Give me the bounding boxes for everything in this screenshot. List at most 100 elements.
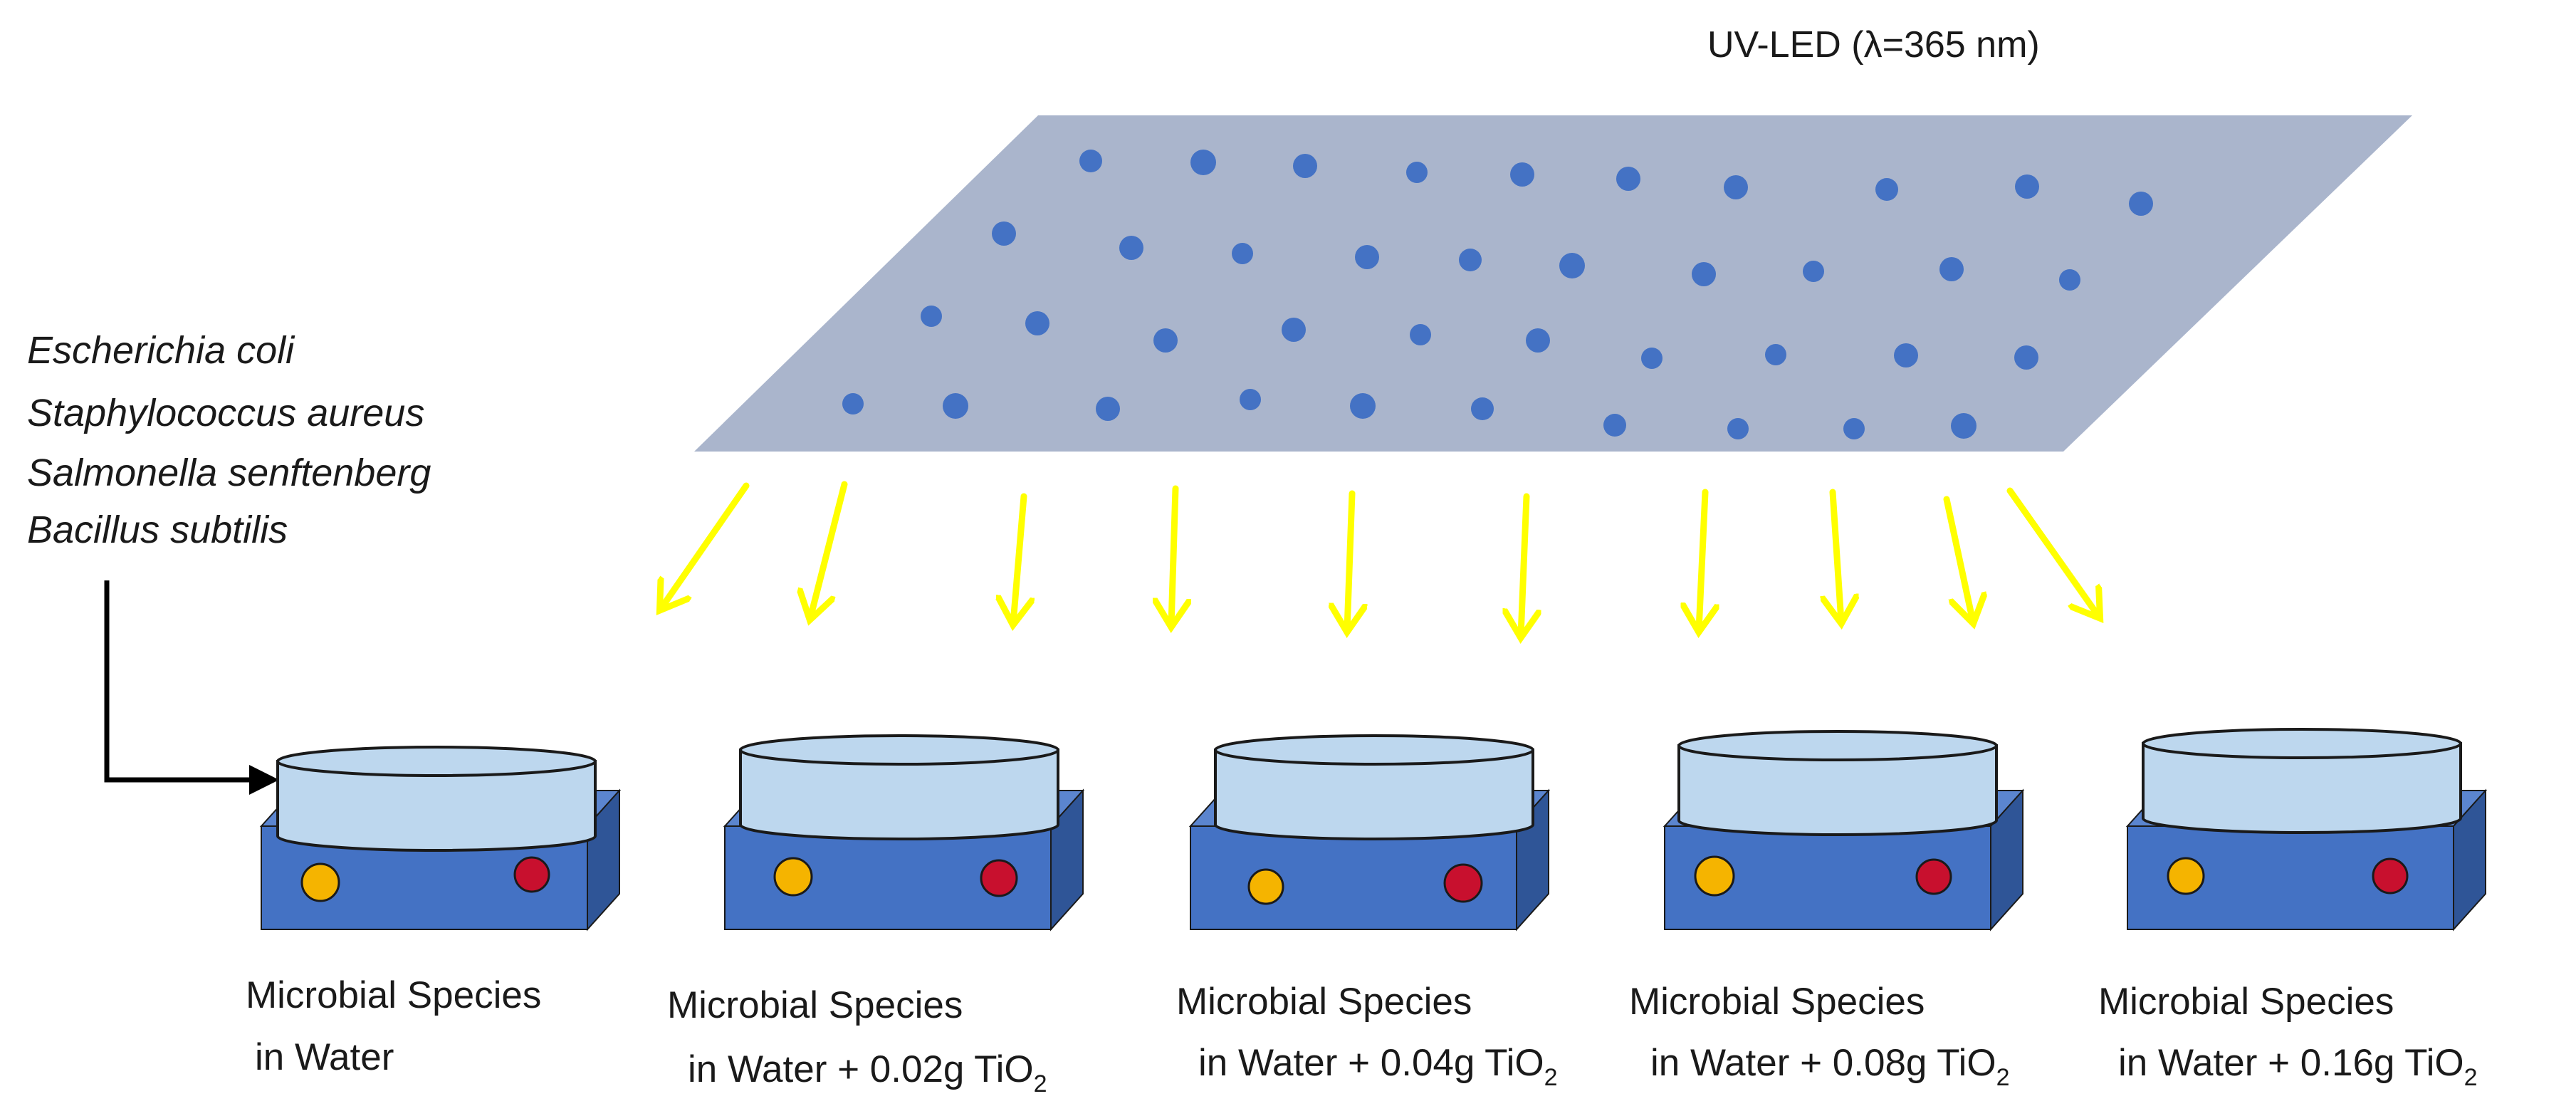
caption-condition: in Water + 0.08g TiO — [1650, 1042, 1996, 1084]
caption-condition: in Water + 0.02g TiO — [688, 1048, 1034, 1090]
led-dot — [1410, 324, 1431, 345]
petri-dish-wall — [1677, 744, 1998, 836]
species-list: Escherichia coli Staphylococcus aureus S… — [27, 329, 431, 551]
led-dot — [2014, 345, 2038, 370]
petri-dish — [1677, 730, 1998, 836]
petri-dish-wall — [1214, 749, 1534, 840]
led-dot — [2129, 192, 2153, 216]
stirrer-knob-right — [980, 859, 1018, 897]
caption-condition: in Water + 0.04g TiO — [1198, 1042, 1544, 1084]
led-dot — [1240, 389, 1261, 410]
stirrer-knob-left — [1694, 855, 1735, 897]
station-caption: Microbial Species in Water — [246, 974, 541, 1078]
caption-line-2: in Water + 0.04g TiO2 — [1198, 1042, 1558, 1091]
stirrer-knob-right — [2372, 857, 2409, 895]
led-dot — [1526, 328, 1550, 353]
led-dot — [1724, 175, 1748, 199]
led-dot — [1079, 150, 1102, 172]
caption-line-1: Microbial Species — [1629, 981, 1925, 1023]
led-dot — [1939, 257, 1964, 281]
caption-line-1: Microbial Species — [246, 974, 541, 1016]
caption-subscript: 2 — [2464, 1064, 2478, 1091]
stirrer-knob-left — [2167, 857, 2205, 895]
uv-light-rays — [661, 481, 2099, 636]
uv-ray — [661, 482, 750, 609]
caption-condition: in Water + 0.16g TiO — [2118, 1042, 2464, 1084]
led-dot — [921, 306, 942, 327]
petri-dish-rim — [1214, 734, 1534, 766]
uv-ray — [1833, 489, 1841, 622]
led-dot — [1727, 418, 1749, 439]
caption-line-1: Microbial Species — [667, 984, 963, 1026]
stirrer-knob-left — [773, 857, 813, 897]
petri-dish-rim — [1677, 730, 1998, 761]
stirrer-knob-right — [1915, 858, 1952, 895]
petri-dish — [1214, 734, 1534, 840]
petri-dish-wall — [276, 760, 597, 852]
led-dot — [1406, 162, 1428, 183]
species-pointer-arrow — [104, 580, 279, 795]
led-dot — [1559, 253, 1585, 278]
species-name: Salmonella senftenberg — [27, 452, 431, 494]
led-dot — [1350, 393, 1376, 419]
led-dot — [1459, 249, 1482, 271]
caption-subscript: 2 — [1034, 1070, 1047, 1097]
stirrer-knob-right — [513, 856, 550, 893]
caption-subscript: 2 — [1544, 1064, 1558, 1091]
stirrer-station — [1188, 734, 1551, 932]
led-dot — [1843, 418, 1865, 439]
uv-ray — [1699, 489, 1705, 630]
caption-line-2: in Water + 0.08g TiO2 — [1650, 1042, 2010, 1091]
station-caption: Microbial Species in Water + 0.02g TiO2 — [667, 984, 1047, 1097]
stirrer-knob-left — [300, 862, 340, 902]
stirrer-station — [259, 746, 622, 932]
led-dot — [1894, 343, 1918, 367]
led-dot — [1875, 178, 1898, 201]
petri-dish-rim — [2142, 728, 2462, 759]
stirrer-knob-left — [1247, 868, 1284, 905]
uv-led-label: UV-LED (λ=365 nm) — [1707, 24, 2040, 66]
led-dot — [1153, 328, 1178, 353]
led-dot — [1803, 261, 1824, 282]
petri-dish — [276, 746, 597, 852]
petri-dish — [2142, 728, 2462, 834]
led-dot — [2015, 174, 2039, 199]
led-dot — [1471, 397, 1494, 420]
stirrer-stations — [259, 728, 2488, 932]
caption-line-1: Microbial Species — [2098, 981, 2394, 1023]
led-dot — [1282, 318, 1306, 342]
led-panel-surface — [694, 115, 2412, 452]
led-array — [842, 150, 2153, 439]
petri-dish-rim — [739, 734, 1059, 766]
station-caption: Microbial Species in Water + 0.04g TiO2 — [1176, 981, 1558, 1091]
led-dot — [1190, 150, 1216, 175]
led-dot — [1616, 167, 1640, 191]
uv-ray — [1943, 496, 1973, 622]
uv-ray — [1013, 493, 1024, 623]
led-dot — [1025, 311, 1049, 335]
led-dot — [1692, 262, 1716, 286]
uv-ray — [1347, 490, 1352, 630]
species-name: Escherichia coli — [27, 329, 295, 372]
uv-led-panel — [694, 115, 2412, 452]
stirrer-station — [723, 734, 1085, 932]
uv-ray — [810, 481, 848, 618]
led-dot — [842, 393, 864, 414]
species-name: Bacillus subtilis — [27, 509, 288, 551]
led-dot — [1119, 236, 1143, 260]
caption-line-1: Microbial Species — [1176, 981, 1472, 1023]
petri-dish-rim — [276, 746, 597, 777]
caption-line-2: in Water + 0.16g TiO2 — [2118, 1042, 2478, 1091]
led-dot — [1641, 348, 1663, 369]
stirrer-knob-right — [1443, 863, 1483, 903]
station-caption: Microbial Species in Water + 0.16g TiO2 — [2098, 981, 2478, 1091]
caption-line-2: in Water + 0.02g TiO2 — [688, 1048, 1047, 1097]
station-caption: Microbial Species in Water + 0.08g TiO2 — [1629, 981, 2010, 1091]
caption-condition: in Water — [255, 1036, 394, 1078]
stirrer-station — [1663, 730, 2025, 932]
petri-dish — [739, 734, 1059, 840]
led-dot — [1355, 245, 1379, 269]
led-dot — [1293, 154, 1317, 178]
